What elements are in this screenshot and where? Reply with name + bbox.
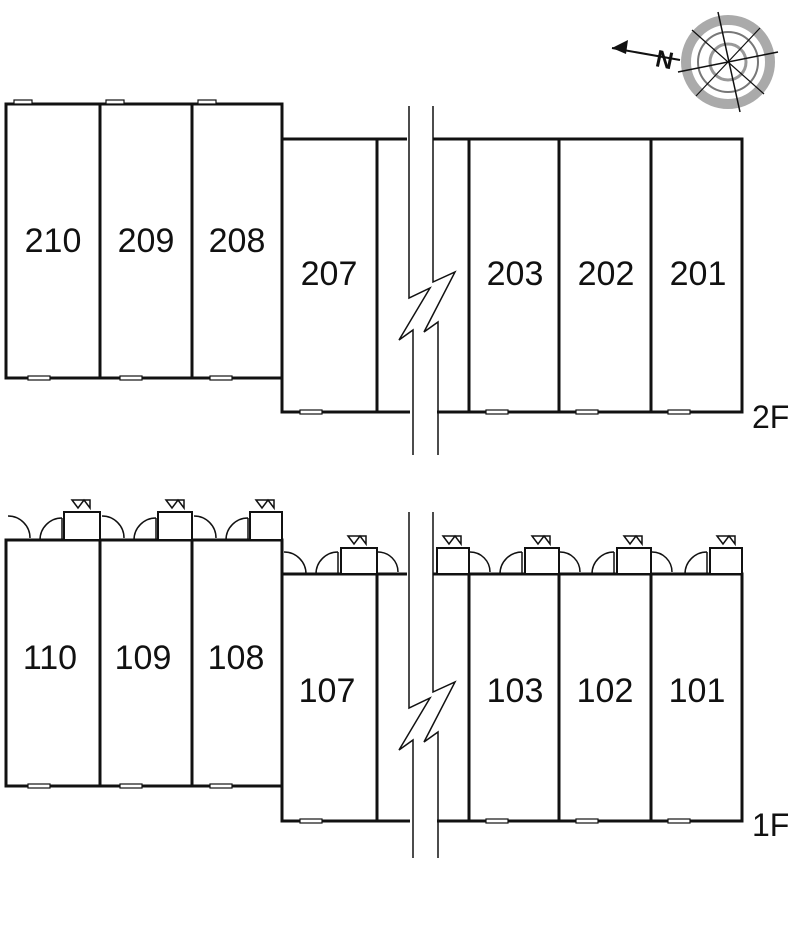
floor-label-2f: 2F bbox=[752, 399, 789, 435]
room-label: 102 bbox=[577, 672, 634, 710]
floor-2f: 210 209 208 207 203 202 201 2F bbox=[4, 99, 789, 455]
unit-202 bbox=[557, 137, 653, 414]
unit-101 bbox=[649, 572, 744, 823]
floor-1f: 110 109 108 107 103 102 101 1F bbox=[4, 498, 789, 858]
unit-108 bbox=[190, 538, 284, 788]
unit-103 bbox=[467, 572, 561, 823]
unit-210 bbox=[4, 102, 102, 380]
room-label: 110 bbox=[23, 639, 77, 677]
unit-109 bbox=[98, 538, 194, 788]
room-label: 201 bbox=[670, 255, 727, 293]
compass-rose-icon: N bbox=[611, 11, 779, 113]
room-label: 107 bbox=[299, 672, 356, 710]
break-symbol bbox=[398, 510, 457, 858]
room-label: 101 bbox=[669, 672, 726, 710]
room-label: 103 bbox=[487, 672, 544, 710]
entrance-doors bbox=[7, 498, 743, 575]
room-label: 208 bbox=[209, 222, 266, 260]
compass-north-label: N bbox=[653, 45, 676, 75]
wall-ticks bbox=[13, 99, 691, 415]
unit-203 bbox=[467, 137, 561, 414]
unit-102 bbox=[557, 572, 653, 823]
room-label: 202 bbox=[578, 255, 635, 293]
floor-label-1f: 1F bbox=[752, 807, 789, 843]
unit-107 bbox=[280, 572, 379, 823]
unit-201 bbox=[649, 137, 744, 414]
room-label: 209 bbox=[118, 222, 175, 260]
unit-208 bbox=[190, 102, 284, 380]
unit-209 bbox=[98, 102, 194, 380]
wall-ticks bbox=[27, 783, 691, 824]
room-label: 203 bbox=[487, 255, 544, 293]
break-symbol bbox=[398, 104, 457, 455]
room-label: 108 bbox=[208, 639, 265, 677]
room-label: 109 bbox=[115, 639, 172, 677]
room-label: 210 bbox=[25, 222, 82, 260]
unit-110 bbox=[4, 538, 102, 788]
room-label: 207 bbox=[301, 255, 358, 293]
